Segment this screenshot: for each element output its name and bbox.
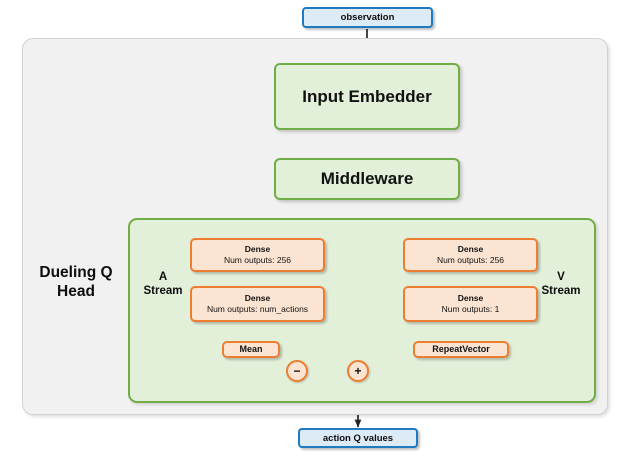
v-stream-label-line1: V xyxy=(557,271,565,283)
a-stream-label-line1: A xyxy=(158,271,168,283)
dueling-q-head-title-line1: Dueling Q xyxy=(39,264,113,281)
v-dense-256-title: Dense xyxy=(457,244,484,255)
v-dense-1-title: Dense xyxy=(457,293,484,304)
node-v-dense-1[interactable]: Dense Num outputs: 1 xyxy=(403,286,538,322)
middleware-label: Middleware xyxy=(320,169,414,188)
node-v-dense-256[interactable]: Dense Num outputs: 256 xyxy=(403,238,538,272)
node-mean[interactable]: Mean xyxy=(222,341,280,358)
v-dense-256-detail: Num outputs: 256 xyxy=(436,255,505,265)
add-symbol: + xyxy=(354,364,362,378)
a-stream-label-line2: Stream xyxy=(143,284,183,297)
node-observation[interactable]: observation xyxy=(302,7,433,28)
mean-label: Mean xyxy=(239,343,263,354)
dueling-q-head-title: Dueling Q Head xyxy=(26,264,126,301)
a-dense-256-title: Dense xyxy=(244,244,271,255)
subtract-symbol: − xyxy=(293,364,301,378)
node-middleware[interactable]: Middleware xyxy=(274,158,460,200)
operator-add[interactable]: + xyxy=(347,360,369,382)
node-a-dense-256[interactable]: Dense Num outputs: 256 xyxy=(190,238,325,272)
a-dense-num-actions-detail: Num outputs: num_actions xyxy=(206,304,309,314)
a-stream-label: A Stream xyxy=(136,271,190,299)
repeat-vector-label: RepeatVector xyxy=(432,343,490,354)
a-dense-256-detail: Num outputs: 256 xyxy=(223,255,292,265)
observation-label: observation xyxy=(340,12,395,23)
a-dense-num-actions-title: Dense xyxy=(244,293,271,304)
action-q-values-label: action Q values xyxy=(322,432,394,444)
v-dense-1-detail: Num outputs: 1 xyxy=(441,304,500,314)
node-input-embedder[interactable]: Input Embedder xyxy=(274,63,460,130)
node-a-dense-num-actions[interactable]: Dense Num outputs: num_actions xyxy=(190,286,325,322)
operator-subtract[interactable]: − xyxy=(286,360,308,382)
v-stream-label: V Stream xyxy=(534,271,588,299)
v-stream-label-line2: Stream xyxy=(541,284,581,297)
input-embedder-label: Input Embedder xyxy=(302,86,432,106)
node-action-q-values[interactable]: action Q values xyxy=(298,428,418,448)
dueling-q-head-title-line2: Head xyxy=(57,282,95,300)
node-repeat-vector[interactable]: RepeatVector xyxy=(413,341,509,358)
